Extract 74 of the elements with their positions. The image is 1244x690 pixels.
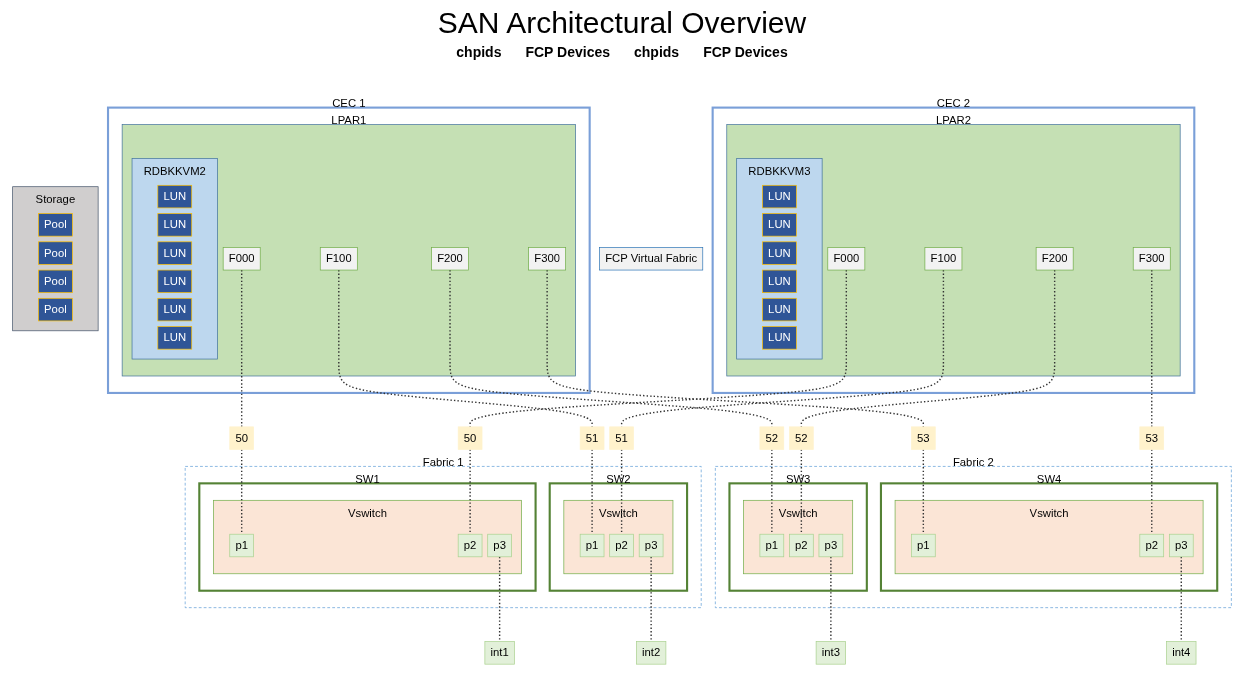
node-box: p3 xyxy=(1169,533,1194,558)
node-box: F000 xyxy=(827,247,866,271)
node-box: 51 xyxy=(579,426,605,450)
node-label: CEC 2 xyxy=(936,97,971,110)
heading-label: chpids xyxy=(634,44,680,60)
node-label: SW4 xyxy=(1036,472,1062,485)
node-box: LUN xyxy=(762,297,797,322)
node-box: int1 xyxy=(484,641,515,665)
cluster xyxy=(726,124,1181,377)
node-box: Pool xyxy=(38,241,73,265)
node-box: p1 xyxy=(229,533,254,558)
node-label: SW2 xyxy=(606,472,631,485)
cluster xyxy=(106,106,591,394)
node-box: F000 xyxy=(222,247,261,271)
heading-label: FCP Devices xyxy=(703,44,788,60)
node-label: Fabric 2 xyxy=(952,455,994,468)
node-box: LUN xyxy=(157,297,193,322)
cluster xyxy=(121,124,576,377)
node-box: F300 xyxy=(528,247,566,271)
node-label: LPAR2 xyxy=(935,113,971,126)
node-box: p1 xyxy=(579,533,605,558)
node-label: SW3 xyxy=(785,472,811,485)
heading-label: FCP Devices xyxy=(525,44,610,60)
cluster xyxy=(198,482,537,592)
node-box: 53 xyxy=(1139,426,1165,450)
node-box: F200 xyxy=(1035,247,1074,271)
node-box: LUN xyxy=(157,326,193,350)
node-box: 52 xyxy=(789,426,814,450)
node-box: F200 xyxy=(431,247,469,271)
node-box: p3 xyxy=(638,533,664,558)
cluster xyxy=(728,482,868,592)
node-box: p2 xyxy=(609,533,634,558)
node-box: p3 xyxy=(818,533,844,558)
cluster xyxy=(714,466,1232,609)
node-box: LUN xyxy=(762,326,797,350)
node-box: p3 xyxy=(487,533,512,558)
node-box: LUN xyxy=(157,241,193,265)
node-box: Pool xyxy=(38,269,73,293)
cluster xyxy=(548,482,689,592)
node-box: int4 xyxy=(1166,641,1197,665)
node-box: Pool xyxy=(38,213,73,237)
node-box: F100 xyxy=(924,247,963,271)
cluster xyxy=(711,106,1196,394)
node-box: LUN xyxy=(157,213,193,237)
node-box: 52 xyxy=(759,426,785,450)
node-box: LUN xyxy=(762,241,797,265)
node-label: CEC 1 xyxy=(332,97,366,110)
node-box: p1 xyxy=(911,533,936,558)
diagram-title: SAN Architectural Overview xyxy=(437,6,807,40)
node-box: int2 xyxy=(636,641,667,665)
node-box: LUN xyxy=(157,184,193,209)
node-box: int3 xyxy=(815,641,846,665)
node-box: 51 xyxy=(609,426,634,450)
node-box: LUN xyxy=(762,269,797,293)
node-label: LPAR1 xyxy=(331,113,367,126)
cluster xyxy=(184,466,702,609)
node-box: LUN xyxy=(762,184,797,209)
node-box: 50 xyxy=(457,426,483,450)
node-label: SW1 xyxy=(355,472,380,485)
node-box: 53 xyxy=(911,426,936,450)
node-box: p2 xyxy=(789,533,814,558)
node-box: LUN xyxy=(157,269,193,293)
node-box: FCP Virtual Fabric xyxy=(599,247,704,271)
node-box: p2 xyxy=(1139,533,1165,558)
cluster xyxy=(879,482,1219,592)
heading-label: chpids xyxy=(456,44,502,60)
node-box: F300 xyxy=(1132,247,1171,271)
node-box: Pool xyxy=(38,297,73,322)
node-label: Fabric 1 xyxy=(422,455,464,468)
node-box: p1 xyxy=(759,533,785,558)
node-box: LUN xyxy=(762,213,797,237)
node-box: 50 xyxy=(229,426,254,450)
node-box: p2 xyxy=(457,533,483,558)
node-box: F100 xyxy=(319,247,358,271)
